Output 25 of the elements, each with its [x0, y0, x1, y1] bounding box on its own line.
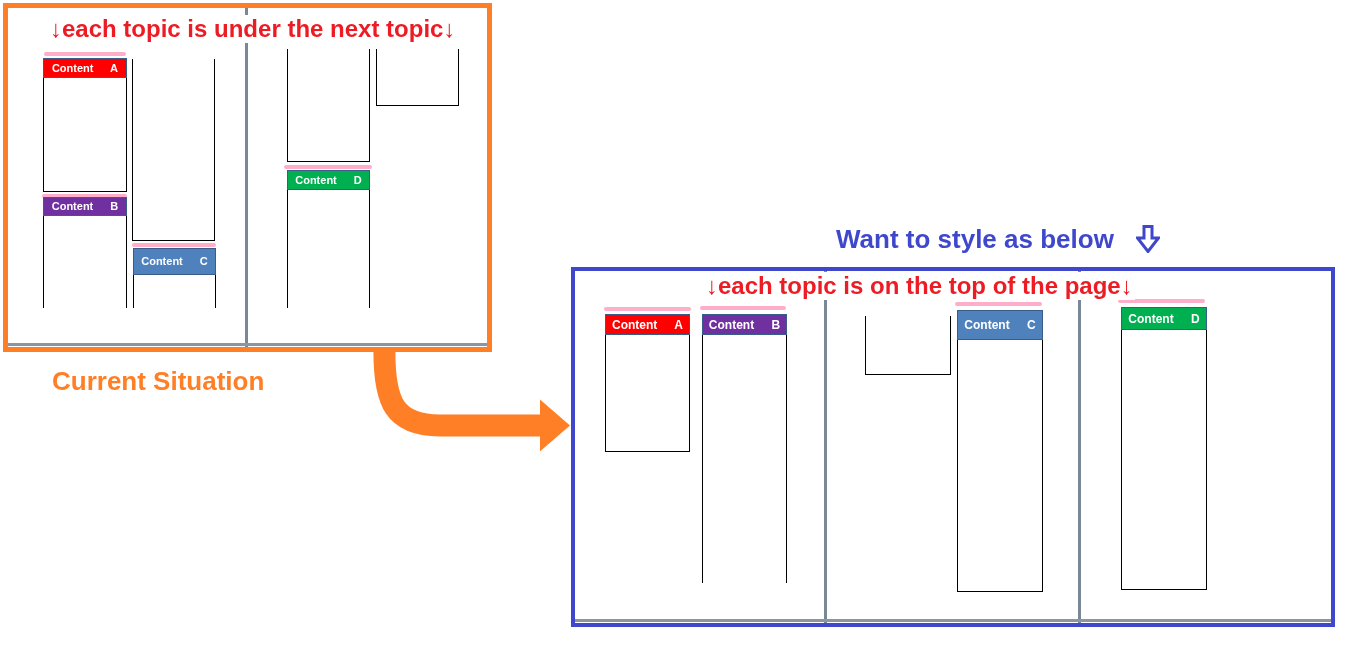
empty-column: [376, 49, 459, 106]
content-column: [1121, 307, 1207, 590]
empty-column: [865, 316, 951, 375]
empty-column: [287, 49, 370, 162]
topic-header: Content B: [702, 314, 787, 335]
content-column: [43, 58, 127, 192]
content-column: [957, 310, 1043, 592]
topic-header: Content D: [1121, 307, 1207, 330]
content-column: [702, 314, 787, 583]
caption-text: Current Situation: [52, 365, 265, 397]
content-column: [287, 170, 370, 308]
topic-header: Content C: [957, 310, 1043, 340]
topic-header: Content B: [43, 197, 127, 216]
topic-header: Content D: [287, 170, 370, 190]
framed-panel: [571, 267, 1335, 627]
content-column: [605, 314, 690, 452]
framed-panel: [3, 3, 492, 352]
curved-arrow: [373, 351, 570, 452]
topic-header: Content A: [605, 314, 690, 335]
content-column: [43, 197, 127, 308]
caption-text: Want to style as below: [836, 223, 1114, 255]
topic-header: Content C: [133, 248, 216, 275]
content-column: [133, 248, 216, 308]
empty-column: [132, 59, 215, 241]
topic-header: Content A: [43, 58, 127, 78]
